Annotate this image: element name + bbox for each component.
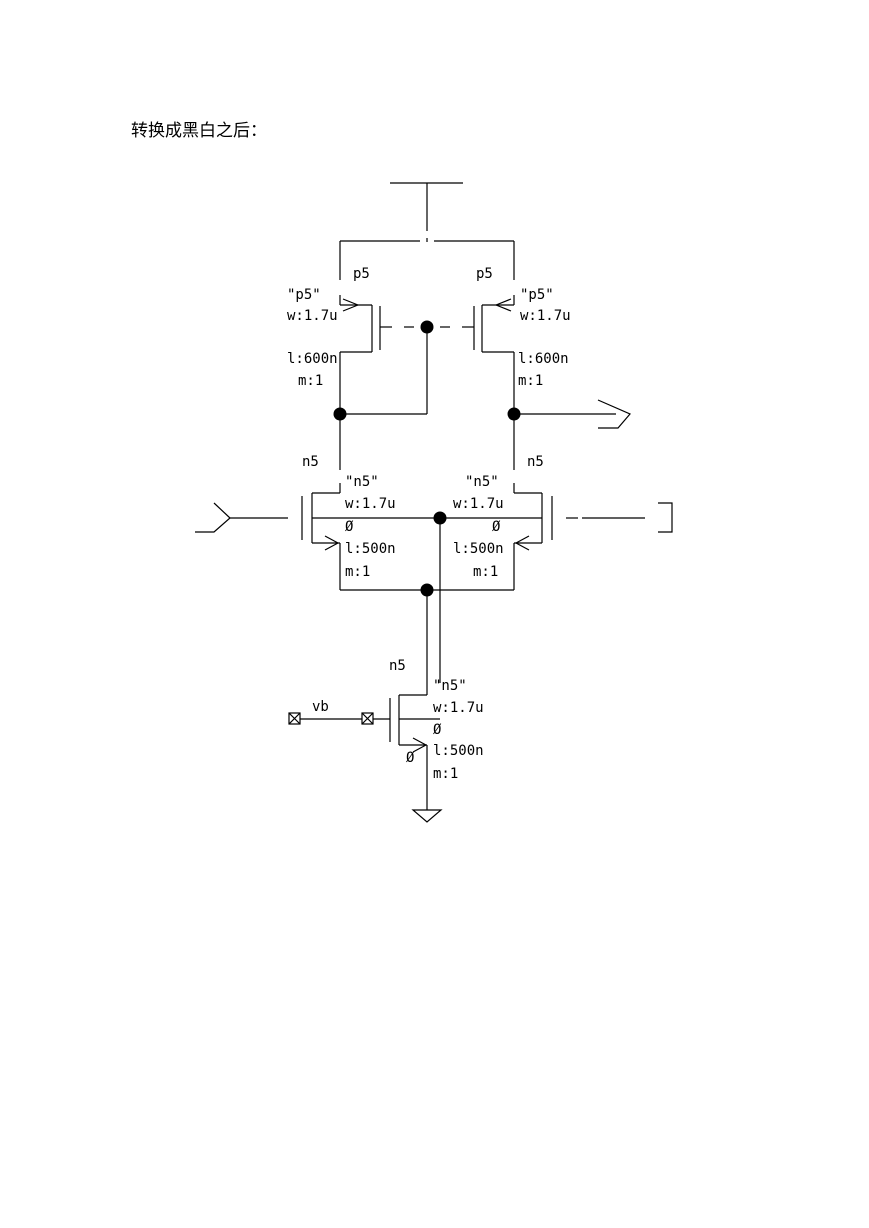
pmos-right-model: "p5" xyxy=(520,287,554,303)
page-caption: 转换成黑白之后： xyxy=(131,121,267,141)
nmos-tail-length: l:500n xyxy=(433,743,484,759)
tail-net xyxy=(340,511,514,683)
nmos-right-bulk: Ø xyxy=(492,519,501,535)
vdd-symbol xyxy=(390,182,463,242)
mirror-gate-net xyxy=(333,320,434,470)
nmos-right-model: "n5" xyxy=(465,474,499,490)
output-net xyxy=(507,395,631,470)
nmos-tail-source-zero: Ø xyxy=(406,750,415,766)
nmos-left-model: "n5" xyxy=(345,474,379,490)
nmos-left-length: l:500n xyxy=(345,541,396,557)
pmos-left-mult: m:1 xyxy=(298,373,323,389)
nmos-right-width: w:1.7u xyxy=(453,496,504,512)
nmos-right-length: l:500n xyxy=(453,541,504,557)
nmos-left-width: w:1.7u xyxy=(345,496,396,512)
pmos-right-width: w:1.7u xyxy=(520,308,571,324)
pmos-left-width: w:1.7u xyxy=(287,308,338,324)
nmos-right xyxy=(440,483,673,590)
nmos-tail-mult: m:1 xyxy=(433,766,458,782)
vdd-rail xyxy=(339,240,515,280)
vb-label: vb xyxy=(312,699,329,715)
nmos-left xyxy=(195,483,440,590)
nmos-left-bulk: Ø xyxy=(345,519,354,535)
nmos-tail-name: n5 xyxy=(389,658,406,674)
pmos-right-name: p5 xyxy=(476,266,493,282)
nmos-tail xyxy=(373,683,440,810)
nmos-right-name: n5 xyxy=(527,454,544,470)
nmos-tail-model: "n5" xyxy=(433,678,467,694)
nmos-left-mult: m:1 xyxy=(345,564,370,580)
pmos-left-model: "p5" xyxy=(287,287,321,303)
nmos-left-name: n5 xyxy=(302,454,319,470)
nmos-right-mult: m:1 xyxy=(473,564,498,580)
pmos-left xyxy=(339,295,414,395)
pmos-left-length: l:600n xyxy=(287,351,338,367)
vb-pin xyxy=(288,712,374,725)
nmos-tail-bulk: Ø xyxy=(433,722,442,738)
pmos-right-mult: m:1 xyxy=(518,373,543,389)
pmos-right xyxy=(440,295,515,395)
nmos-tail-width: w:1.7u xyxy=(433,700,484,716)
pmos-right-length: l:600n xyxy=(518,351,569,367)
ground-symbol xyxy=(411,809,443,823)
pmos-left-name: p5 xyxy=(353,266,370,282)
